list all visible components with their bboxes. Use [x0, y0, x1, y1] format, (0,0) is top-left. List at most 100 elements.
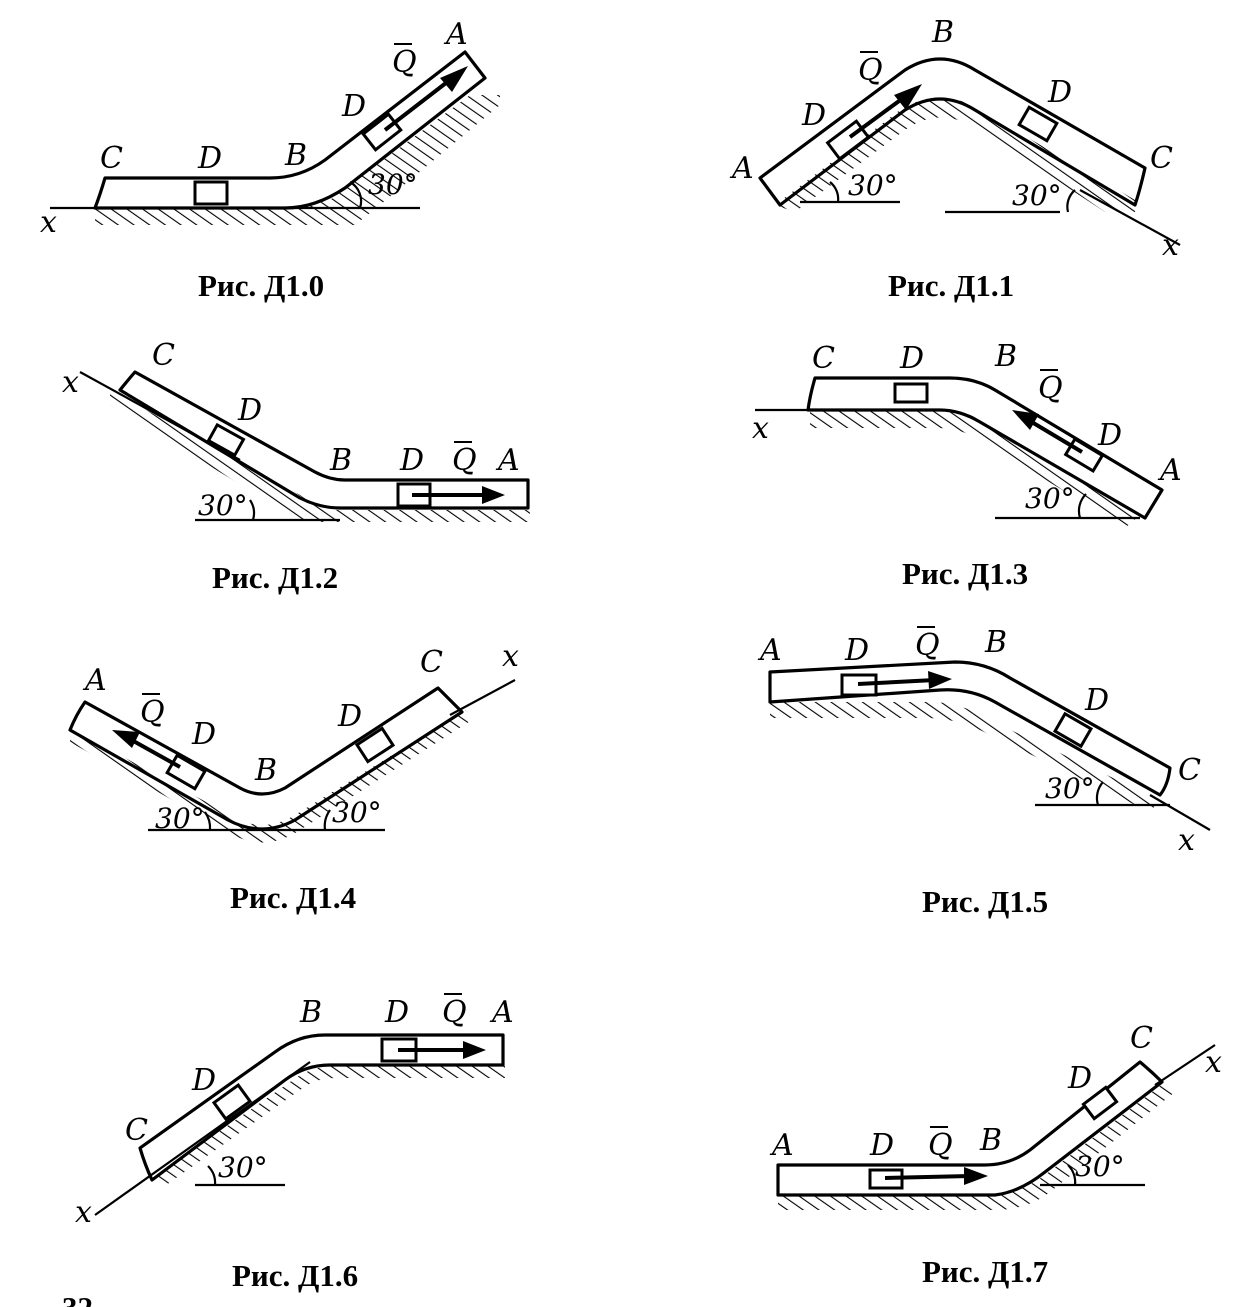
label-d: D: [869, 1128, 894, 1163]
ground-hatching: [778, 1082, 1175, 1210]
label-c: C: [125, 1113, 148, 1148]
label-b: B: [329, 443, 352, 478]
label-x: x: [1205, 1045, 1222, 1080]
figure-d1-2: 30° C D B D Q A x Рис. Д1.2: [62, 338, 530, 595]
label-d: D: [1047, 75, 1072, 110]
label-d: D: [237, 393, 262, 428]
body-d: [165, 753, 207, 791]
angle-arc: [249, 499, 256, 521]
ground-hatching: [110, 390, 530, 522]
figure-caption: Рис. Д1.3: [902, 556, 1028, 591]
label-x: x: [502, 639, 519, 674]
angle-label: 30°: [198, 489, 248, 522]
label-x: x: [75, 1195, 92, 1230]
label-b: B: [984, 625, 1007, 660]
arrowhead: [1012, 410, 1039, 430]
label-q: Q: [392, 45, 417, 80]
ground-hatching: [775, 97, 1135, 212]
ground-hatching: [810, 410, 1140, 528]
label-d: D: [899, 341, 924, 376]
label-b: B: [979, 1123, 1002, 1158]
angle-arc: [1066, 189, 1076, 213]
figure-d1-6: 30° C D B D Q A x Рис. Д1.6: [75, 993, 514, 1293]
body-d: [354, 726, 396, 764]
label-c: C: [420, 645, 443, 680]
force-q-arrow: [857, 678, 936, 686]
body-d: [1017, 105, 1059, 143]
angle-label: 30°: [1075, 1150, 1125, 1183]
label-q: Q: [140, 695, 165, 730]
figure-d1-5: 30° A D Q B D C x Рис. Д1.5: [757, 625, 1211, 919]
label-a: A: [757, 633, 782, 668]
figure-d1-0: 30° C D B D Q A x Рис. Д1.0: [40, 17, 500, 303]
body-d: [893, 382, 929, 404]
arrowhead: [894, 84, 922, 110]
figure-caption: Рис. Д1.2: [212, 560, 338, 595]
label-b: B: [254, 753, 277, 788]
label-d: D: [801, 98, 826, 133]
label-x: x: [40, 205, 57, 240]
angle-label: 30°: [1045, 772, 1095, 805]
label-x: x: [752, 411, 769, 446]
label-b: B: [284, 138, 307, 173]
figure-d1-3: 30° C D B Q D A x Рис. Д1.3: [752, 339, 1182, 591]
label-a: A: [82, 663, 107, 698]
force-q-arrow: [127, 736, 181, 769]
body-d: [1052, 711, 1094, 749]
label-q: Q: [858, 53, 883, 88]
angle-label: 30°: [1012, 179, 1062, 212]
label-a: A: [1157, 453, 1182, 488]
tube: [93, 50, 487, 210]
figure-caption: Рис. Д1.5: [922, 884, 1048, 919]
label-c: C: [100, 141, 123, 176]
body-d: [1081, 1085, 1119, 1121]
arrowhead: [440, 66, 468, 92]
label-q: Q: [915, 628, 940, 663]
angle-label: 30°: [218, 1151, 268, 1184]
label-q: Q: [442, 995, 467, 1030]
tube: [68, 686, 464, 831]
figure-d1-4: 30° 30° A Q D B D C x Рис. Д1.4: [68, 639, 519, 915]
label-x: x: [1178, 823, 1195, 858]
label-b: B: [994, 339, 1017, 374]
label-x: x: [1162, 228, 1179, 263]
x-axis-line: [1079, 189, 1181, 246]
label-d: D: [191, 1063, 216, 1098]
force-q-arrow: [383, 74, 457, 132]
tube: [138, 1033, 505, 1182]
label-d: D: [1084, 683, 1109, 718]
label-d: D: [399, 443, 424, 478]
body-d: [206, 422, 246, 458]
angle-arc: [1067, 1164, 1077, 1186]
angle-arc: [1095, 781, 1104, 806]
page-number: 32: [62, 1290, 93, 1307]
figure-d1-1: 30° 30° A D Q B D C x Рис. Д1.1: [729, 15, 1181, 303]
angle-label: 30°: [368, 168, 418, 201]
label-c: C: [1178, 753, 1201, 788]
tube: [806, 376, 1164, 520]
arrowhead: [112, 730, 140, 748]
angle-label: 30°: [1025, 482, 1075, 515]
arrowhead: [463, 1041, 486, 1059]
label-a: A: [495, 443, 520, 478]
angle-arc: [829, 181, 840, 203]
body-d: [211, 1082, 253, 1122]
angle-arc: [349, 181, 363, 209]
label-q: Q: [452, 443, 477, 478]
x-axis-line: [1149, 794, 1211, 831]
figure-caption: Рис. Д1.6: [232, 1258, 358, 1293]
label-d: D: [337, 699, 362, 734]
tube: [118, 370, 530, 510]
force-q-arrow: [1023, 416, 1084, 454]
label-q: Q: [928, 1128, 953, 1163]
label-c: C: [1130, 1021, 1153, 1056]
label-a: A: [769, 1128, 794, 1163]
label-d: D: [191, 717, 216, 752]
label-d: D: [197, 141, 222, 176]
angle-arc: [204, 811, 212, 831]
force-q-arrow: [884, 1174, 971, 1180]
label-x: x: [62, 365, 79, 400]
arrowhead: [964, 1167, 988, 1185]
ground-hatching: [770, 702, 1160, 812]
label-d: D: [1097, 418, 1122, 453]
